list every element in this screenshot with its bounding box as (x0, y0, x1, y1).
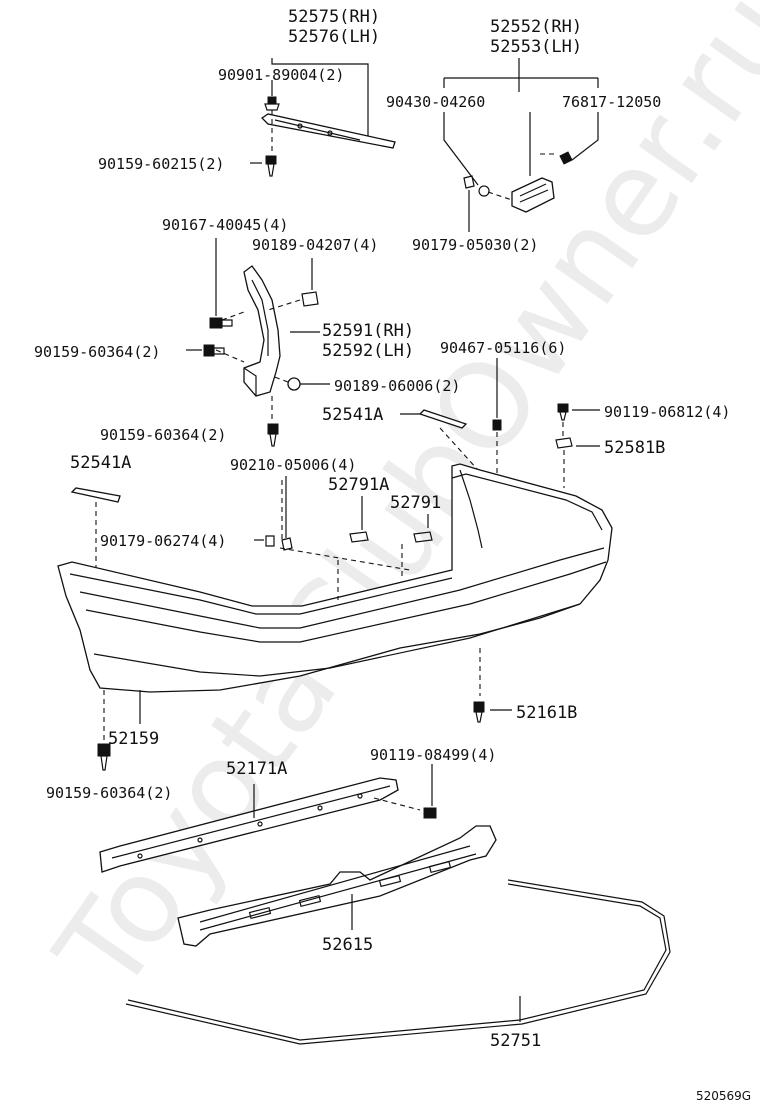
retainer-52541a-right (400, 409, 479, 471)
label-52591: 52591(RH) (322, 321, 414, 341)
nut-90179-05030 (463, 175, 475, 232)
label-52615: 52615 (322, 935, 373, 955)
nut-90179-06274 (254, 535, 275, 547)
clip-90467 (492, 358, 502, 476)
screw-90159-60364-a (186, 344, 225, 357)
label-52541a-right: 52541A (322, 405, 383, 425)
clip-90189-06006 (287, 377, 330, 391)
label-90467: 90467-05116(6) (440, 339, 566, 357)
label-90119-06812: 90119-06812(4) (604, 403, 730, 421)
retainer-52541a-left (70, 487, 121, 576)
label-90179-05030: 90179-05030(2) (412, 236, 538, 254)
bolt-90119-08499 (423, 764, 437, 819)
label-52791: 52791 (390, 493, 441, 513)
label-52161b: 52161B (516, 703, 577, 723)
label-90159-60364-a: 90159-60364(2) (34, 343, 160, 361)
nut-52581b (555, 437, 600, 488)
part-52575-bracket (260, 58, 396, 149)
label-52592: 52592(LH) (322, 341, 414, 361)
screw-90119-06812 (557, 403, 600, 436)
label-90189-04207: 90189-04207(4) (252, 236, 378, 254)
part-52552-endpiece (443, 58, 599, 213)
label-52552: 52552(RH) (490, 17, 582, 37)
label-90210: 90210-05006(4) (230, 456, 356, 474)
label-90159-60364-b: 90159-60364(2) (100, 426, 226, 444)
label-90189-06006: 90189-06006(2) (334, 377, 460, 395)
part-52159-bumper-cover (57, 463, 613, 742)
screw-90159-60364-c (97, 743, 111, 771)
label-90159-60364-c: 90159-60364(2) (46, 784, 172, 802)
label-52581b: 52581B (604, 438, 665, 458)
label-90159-60215: 90159-60215(2) (98, 155, 224, 173)
label-76817: 76817-12050 (562, 93, 661, 111)
nut-90210 (281, 476, 293, 551)
label-52159: 52159 (108, 729, 159, 749)
screw-90167 (209, 238, 233, 329)
clip-90901 (264, 80, 280, 152)
label-90179-06274: 90179-06274(4) (100, 532, 226, 550)
label-52541a-left: 52541A (70, 453, 131, 473)
part-52591-bracket (215, 265, 301, 420)
label-52553: 52553(LH) (490, 37, 582, 57)
label-52751: 52751 (490, 1031, 541, 1051)
clip-76817 (559, 151, 573, 165)
part-52171a-reinforcement (99, 777, 421, 873)
clip-52791a (349, 496, 369, 543)
label-90901: 90901-89004(2) (218, 66, 344, 84)
clip-90189-04207 (301, 258, 319, 307)
clip-52791 (413, 514, 433, 543)
label-90167: 90167-40045(4) (162, 216, 288, 234)
part-52751-molding (125, 879, 671, 1045)
figure-code: 520569G (696, 1089, 751, 1103)
label-52576: 52576(LH) (288, 27, 380, 47)
label-52791a: 52791A (328, 475, 389, 495)
part-52615-absorber (177, 825, 497, 947)
screw-90159-60364-b (267, 423, 279, 447)
label-90119-08499: 90119-08499(4) (370, 746, 496, 764)
label-52171a: 52171A (226, 759, 287, 779)
label-52575: 52575(RH) (288, 7, 380, 27)
screw-52161b (473, 701, 512, 723)
label-90430: 90430-04260 (386, 93, 485, 111)
screw-90159-60215 (250, 155, 277, 177)
